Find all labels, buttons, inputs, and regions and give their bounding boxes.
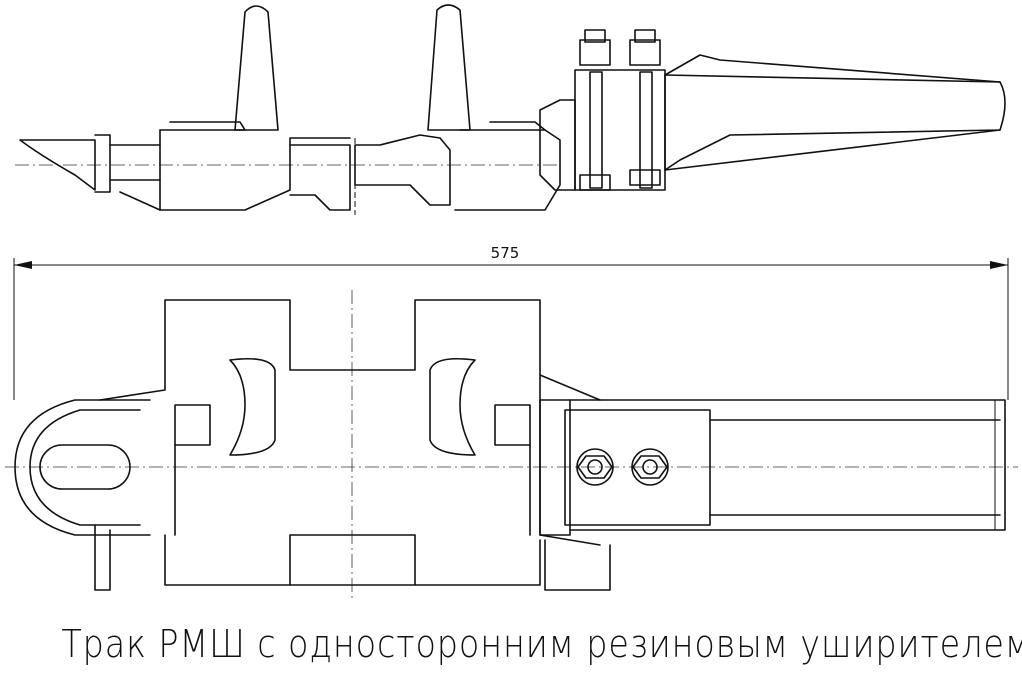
- bolt-head: [631, 448, 669, 486]
- plan-view: [5, 290, 1018, 600]
- drawing-caption: Трак РМШ с односторонним резиновым ушири…: [61, 622, 1022, 666]
- dimension-label: 575: [491, 244, 520, 262]
- bolt-head: [576, 448, 614, 486]
- side-view: [15, 4, 1006, 215]
- dimension-line: 575: [13, 244, 1009, 400]
